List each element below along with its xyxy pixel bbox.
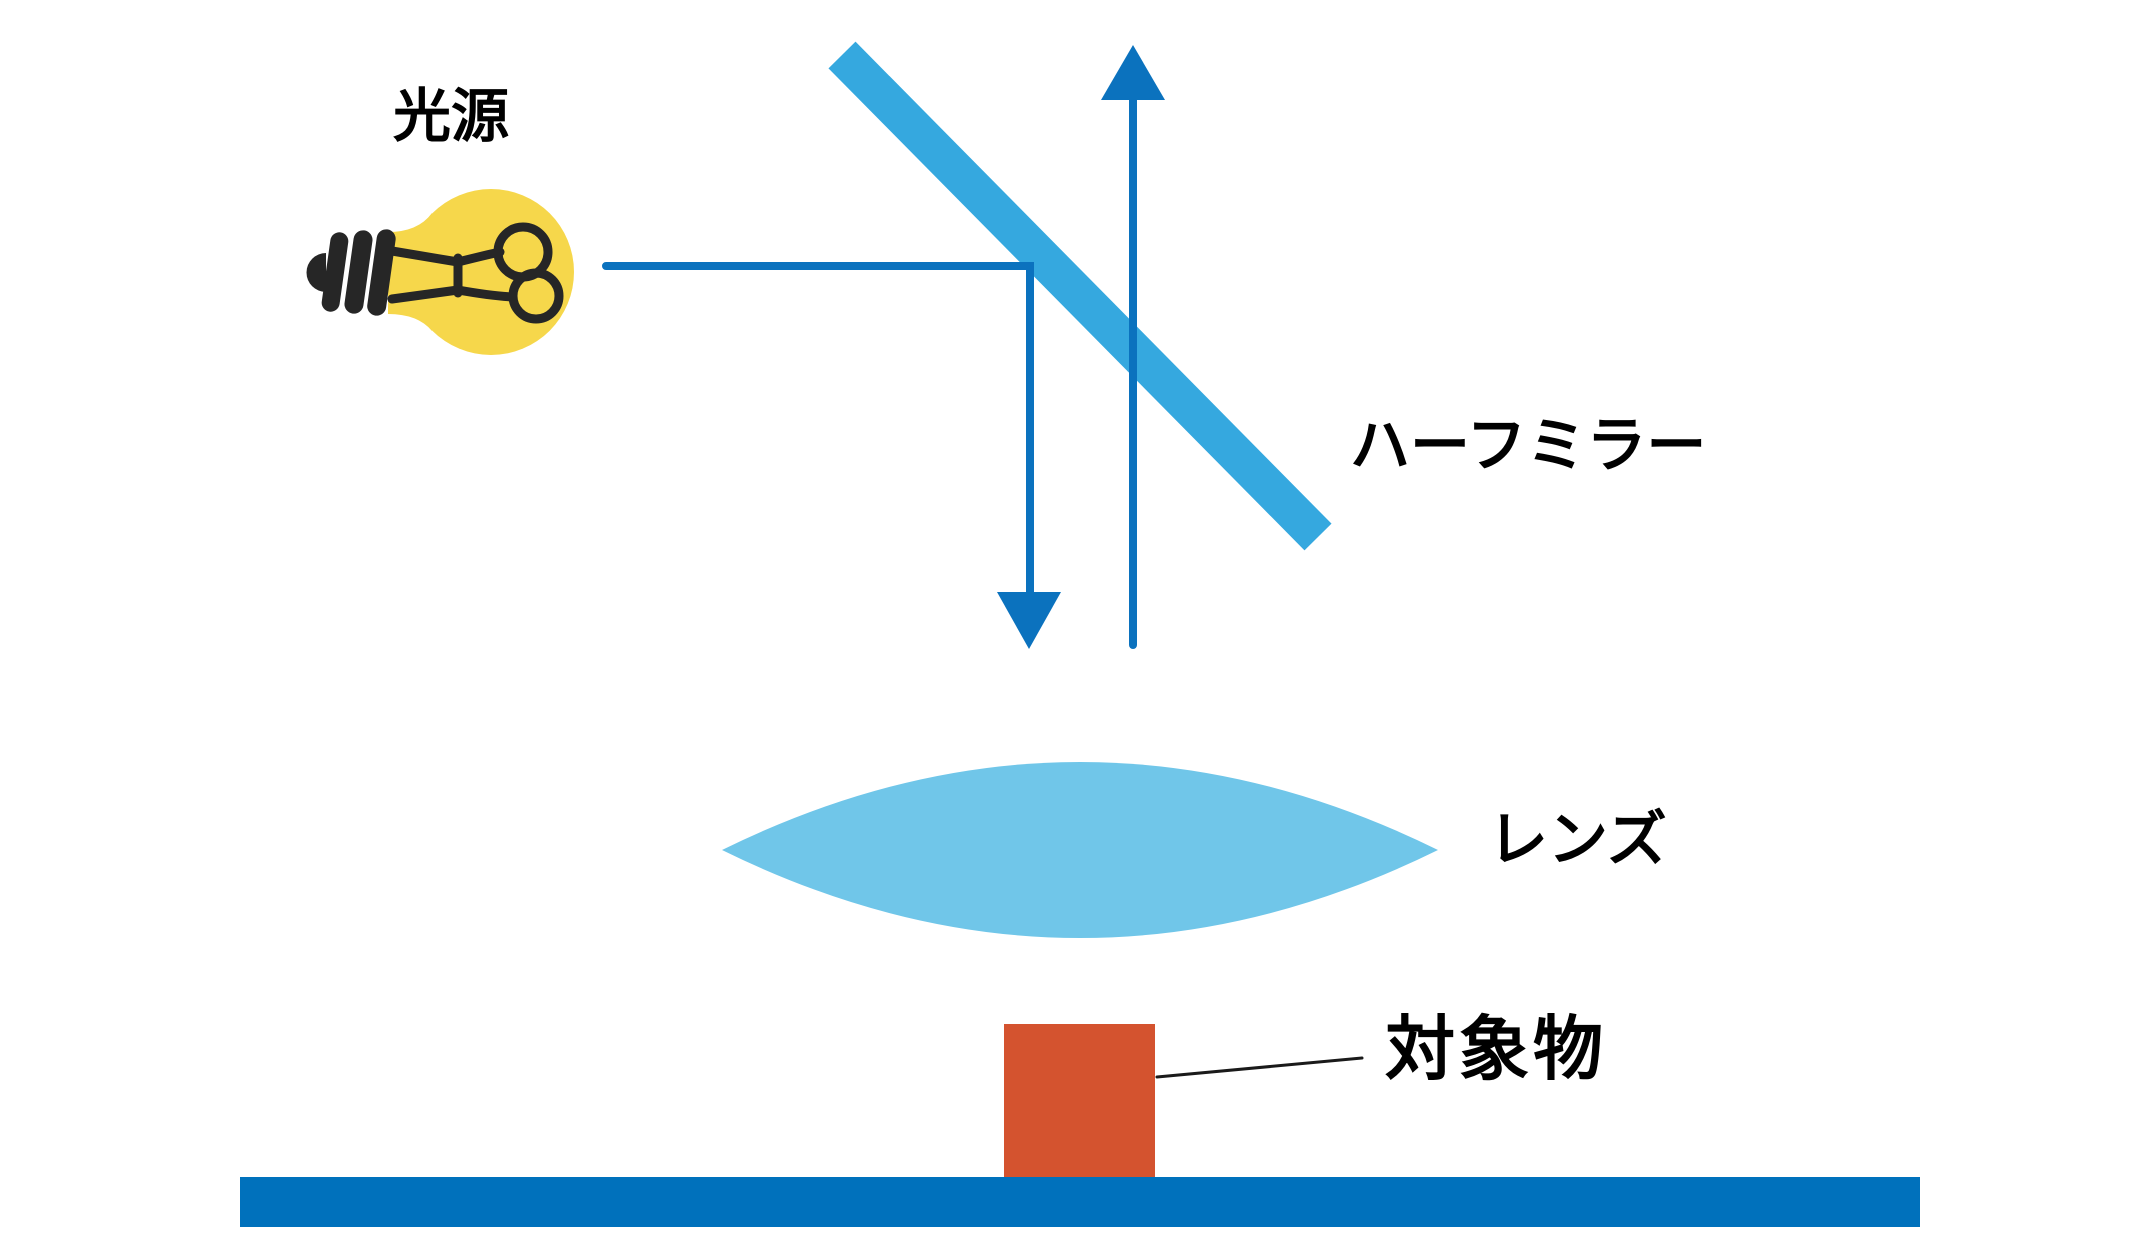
bulb-screw-threads (321, 229, 396, 316)
beam-down-arrowhead (997, 592, 1061, 649)
beam-source-to-mirror (602, 262, 1034, 600)
label-light-source: 光源 (393, 84, 510, 149)
lens-shape (722, 762, 1438, 938)
label-lens: レンズ (1488, 806, 1667, 873)
beam-up-arrowhead (1101, 45, 1165, 100)
object-block (1004, 1024, 1155, 1177)
object-pointer-line (1155, 1056, 1364, 1079)
light-bulb-icon (306, 189, 574, 355)
label-half-mirror: ハーフミラー (1350, 412, 1707, 479)
ground-bar (240, 1177, 1920, 1227)
half-mirror-glass (828, 41, 1332, 551)
label-object: 対象物 (1385, 1010, 1607, 1088)
bulb-filament (387, 222, 564, 324)
bulb-base-nub (306, 253, 326, 292)
